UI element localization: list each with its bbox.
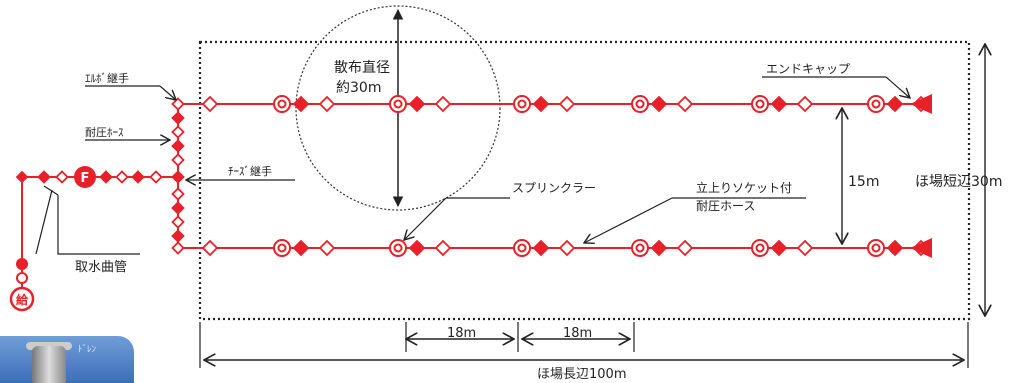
riser-socket-filled-diamond <box>532 239 550 257</box>
riser-socket-diamond <box>434 239 452 257</box>
manifold-fitting <box>171 111 185 125</box>
riser-socket-filled-diamond <box>292 95 310 113</box>
riser-socket-diamond <box>201 239 219 257</box>
filter-symbol <box>74 166 96 188</box>
spray-diameter-circle <box>295 5 501 211</box>
intake-fitting <box>131 170 145 184</box>
manifold-fitting <box>171 187 185 201</box>
manifold-fitting <box>171 153 185 167</box>
riser-socket-filled-diamond <box>770 95 788 113</box>
riser-socket-diamond <box>558 95 576 113</box>
pipe-fittings <box>15 95 930 257</box>
riser-socket-hose-label: 耐圧ホース <box>696 199 755 213</box>
riser-socket-filled-diamond <box>886 95 904 113</box>
sprinkler-icon-core <box>393 99 403 109</box>
riser-socket-diamond <box>318 239 336 257</box>
sprinkler-spacing-label-b: 18m <box>563 326 592 341</box>
sprinkler-label: スプリンクラー <box>512 181 596 195</box>
manifold-fitting <box>171 139 185 153</box>
riser-socket-filled-diamond <box>408 95 426 113</box>
field-boundary <box>198 40 971 321</box>
sprinkler-icon-core <box>635 99 645 109</box>
pressure-hose-label: 耐圧ﾎｰｽ <box>85 126 124 139</box>
end-cap-top <box>910 94 932 114</box>
riser-socket-diamond <box>201 95 219 113</box>
riser-socket-label: 立上りソケット付 <box>696 180 792 195</box>
intake-elbow <box>15 170 29 184</box>
end-cap-bottom <box>910 238 932 258</box>
riser-socket-filled-diamond <box>408 239 426 257</box>
manifold-fitting <box>171 125 185 139</box>
riser-socket-diamond <box>434 95 452 113</box>
riser-socket-filled-diamond <box>292 239 310 257</box>
spray-diameter-label: 散布直径 <box>334 59 390 76</box>
water-supply-node <box>16 258 28 270</box>
riser-socket-diamond <box>676 239 694 257</box>
sprinkler-icon-core <box>871 243 881 253</box>
intake-fitting <box>55 170 69 184</box>
intake-pipe-label: 取水曲管 <box>75 260 127 275</box>
spray-diameter-value: 約30m <box>336 80 381 96</box>
riser-socket-filled-diamond <box>886 239 904 257</box>
riser-socket-diamond <box>796 95 814 113</box>
tee-joint-label: ﾁｰｽﾞ継手 <box>228 164 272 178</box>
manifold-fitting <box>171 241 185 255</box>
sprinkler-icon-core <box>517 243 527 253</box>
sprinkler-icon-core <box>277 99 287 109</box>
field-short-side-label: ほ場短辺30m <box>915 174 1002 190</box>
sprinkler-icon-core <box>635 243 645 253</box>
intake-fitting <box>149 170 163 184</box>
water-supply-symbol <box>9 286 35 312</box>
sprinkler-spacing-label-a: 18m <box>447 326 476 341</box>
thumbnail-fitting-body <box>32 346 66 383</box>
riser-socket-filled-diamond <box>532 95 550 113</box>
product-thumbnail: ﾄﾞﾚﾝ <box>0 336 134 383</box>
riser-socket-diamond <box>676 95 694 113</box>
intake-fitting <box>37 170 51 184</box>
manifold-fitting <box>171 229 185 243</box>
riser-socket-filled-diamond <box>650 239 668 257</box>
riser-socket-diamond <box>558 239 576 257</box>
sprinkler-icon-core <box>755 99 765 109</box>
intake-fitting <box>99 170 113 184</box>
water-supply-label: 給 <box>16 292 29 307</box>
riser-socket-filled-diamond <box>650 95 668 113</box>
elbow-joint-label: ｴﾙﾎﾞ継手 <box>85 71 129 85</box>
intake-pipe-leader <box>57 195 140 255</box>
sprinkler-icon-core <box>755 243 765 253</box>
riser-socket-diamond <box>796 239 814 257</box>
end-cap-label: エンドキャップ <box>766 62 850 76</box>
sprinkler-icon-core <box>517 99 527 109</box>
manifold-fitting <box>171 215 185 229</box>
sprinkler-icon-core <box>871 99 881 109</box>
riser-socket-filled-diamond <box>770 239 788 257</box>
manifold-fitting <box>171 97 185 111</box>
riser-socket-diamond <box>318 95 336 113</box>
sprinkler-icon-core <box>277 243 287 253</box>
lateral-spacing-label: 15m <box>848 174 879 190</box>
manifold-fitting <box>171 201 185 215</box>
filter-label: F <box>81 171 90 186</box>
manifold-fitting <box>171 170 185 184</box>
field-long-side-label: ほ場長辺100m <box>537 367 626 382</box>
sprinkler-icon-core <box>393 243 403 253</box>
thumbnail-tag: ﾄﾞﾚﾝ <box>78 345 97 355</box>
intake-fitting <box>115 170 129 184</box>
